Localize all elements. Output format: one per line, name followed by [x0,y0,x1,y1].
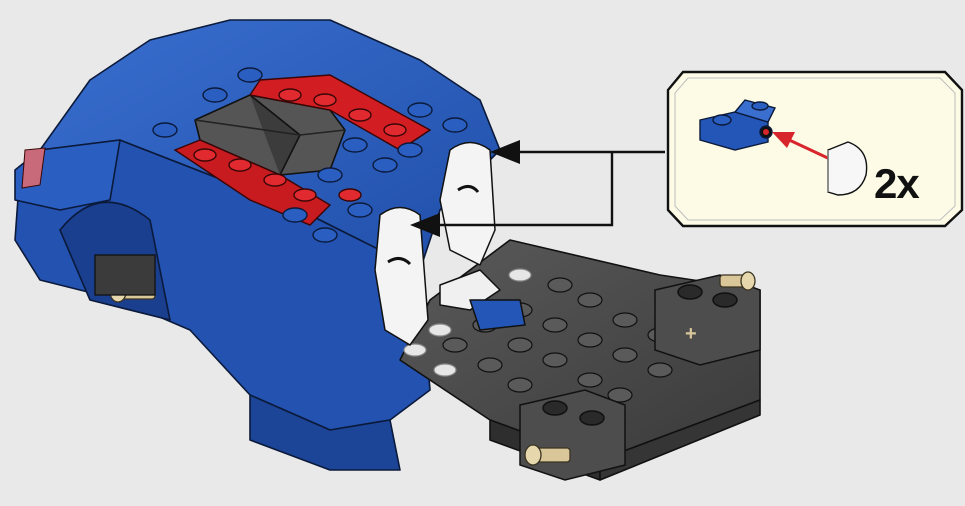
front-axle [94,254,156,303]
arrow-head-bottom [410,213,440,237]
red-tile-front [173,139,332,226]
car-bottom-strip [249,394,401,471]
red-attach-arrow [772,132,833,162]
seat-left [374,206,429,346]
part-quantity-label: 2x [874,160,920,207]
pointer-arrows [410,140,665,237]
front-lights [21,147,46,189]
roof-studs [152,67,468,243]
rear-technic-brick: + [654,274,761,366]
arrow-head-top [490,140,520,164]
rear-axle-right [719,271,756,291]
blue-bracket-part [699,99,777,151]
svg-text:+: + [685,323,697,345]
parts-callout [666,70,964,228]
seat-right [439,141,496,266]
white-round-tile-part [827,141,868,196]
car-body [14,19,501,471]
seats [374,141,526,346]
arrow-line-bottom [425,152,614,227]
rear-axle-left [524,444,571,466]
front-technic-brick [519,389,626,481]
